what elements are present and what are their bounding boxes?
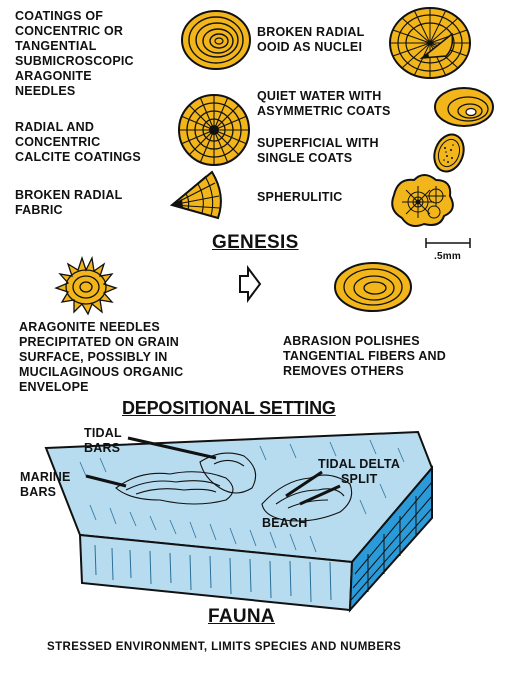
superficial-ooid-icon — [433, 133, 465, 173]
concentric-ooid-icon — [181, 10, 251, 70]
label-tidal-bars: TIDAL BARS — [84, 426, 122, 455]
aragonite-needle-ooid-icon — [54, 255, 118, 316]
scale-label: .5mm — [434, 251, 461, 262]
label-tidal-delta: TIDAL DELTA — [318, 457, 401, 471]
broken-radial-nuclei-ooid-icon — [389, 7, 471, 79]
genesis-aragonite-text: ARAGONITE NEEDLES PRECIPITATED ON GRAIN … — [19, 320, 184, 394]
label-spherulitic: SPHERULITIC — [257, 190, 343, 204]
depositional-setting-title: DEPOSITIONAL SETTING — [122, 398, 336, 418]
polished-ooid-icon — [334, 262, 412, 312]
label-beach: BEACH — [262, 516, 308, 530]
label-quiet-water-asymmetric: QUIET WATER WITH ASYMMETRIC COATS — [257, 89, 391, 118]
genesis-abrasion-text: ABRASION POLISHES TANGENTIAL FIBERS AND … — [283, 334, 446, 378]
label-superficial-single-coats: SUPERFICIAL WITH SINGLE COATS — [257, 136, 379, 165]
label-concentric-tangential-ooid: COATINGS OF CONCENTRIC OR TANGENTIAL SUB… — [15, 9, 134, 98]
radial-concentric-ooid-icon — [178, 94, 250, 166]
label-radial-concentric-ooid: RADIAL AND CONCENTRIC CALCITE COATINGS — [15, 120, 141, 164]
label-marine-bars: MARINE BARS — [20, 470, 71, 499]
process-arrow-icon — [239, 265, 262, 303]
fauna-text: STRESSED ENVIRONMENT, LIMITS SPECIES AND… — [47, 641, 402, 653]
label-broken-radial-fabric: BROKEN RADIAL FABRIC — [15, 188, 123, 217]
asymmetric-ooid-icon — [434, 87, 494, 127]
genesis-title: GENESIS — [212, 232, 299, 253]
depositional-block-diagram — [44, 430, 434, 613]
fauna-title: FAUNA — [208, 606, 275, 627]
scale-bar — [425, 238, 471, 248]
spherulitic-ooid-icon — [391, 174, 454, 227]
label-broken-radial-nuclei: BROKEN RADIAL OOID AS NUCLEI — [257, 25, 365, 54]
label-split: SPLIT — [341, 472, 378, 486]
broken-radial-fabric-icon — [169, 170, 222, 220]
